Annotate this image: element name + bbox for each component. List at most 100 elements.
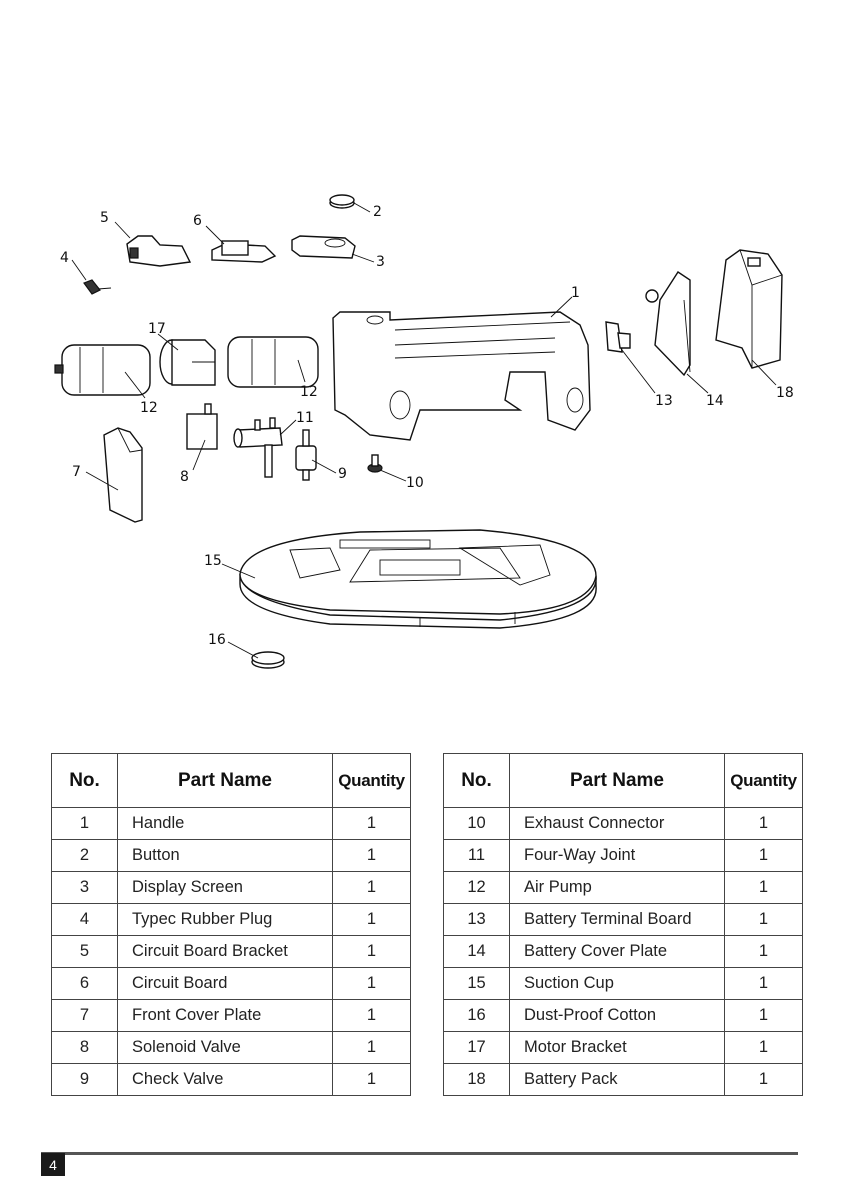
row-part-name: Front Cover Plate [117,999,333,1032]
part-four-way-joint: 11 [233,410,314,478]
row-part-name: Circuit Board [117,967,333,1000]
header-part-name: Part Name [509,753,725,808]
row-no: 15 [443,967,510,1000]
callout-13: 13 [655,393,673,409]
row-no: 9 [51,1063,118,1096]
row-part-name: Handle [117,807,333,840]
callout-2: 2 [373,204,382,220]
table-header-row: No. Part Name Quantity [443,753,803,808]
part-typec-rubber-plug: 4 [60,250,112,295]
row-quantity: 1 [724,999,803,1032]
part-handle: 1 [332,285,591,441]
row-part-name: Battery Cover Plate [509,935,725,968]
row-no: 16 [443,999,510,1032]
row-quantity: 1 [332,903,411,936]
callout-9: 9 [338,466,347,482]
header-no: No. [51,753,118,808]
row-part-name: Display Screen [117,871,333,904]
row-no: 5 [51,935,118,968]
part-motor-bracket: 17 [148,321,216,386]
row-quantity: 1 [332,1063,411,1096]
part-display-screen: 3 [291,235,385,270]
row-part-name: Four-Way Joint [509,839,725,872]
callout-3: 3 [376,254,385,270]
footer-rule [41,1152,798,1155]
callout-5: 5 [100,210,109,226]
part-solenoid-valve: 8 [180,403,218,485]
row-quantity: 1 [724,871,803,904]
row-part-name: Motor Bracket [509,1031,725,1064]
header-quantity: Quantity [724,753,803,808]
row-part-name: Battery Pack [509,1063,725,1096]
part-battery-cover-plate: 14 [645,271,724,409]
row-part-name: Battery Terminal Board [509,903,725,936]
part-battery-terminal-board: 13 [605,321,673,409]
row-quantity: 1 [332,807,411,840]
part-circuit-board: 6 [193,213,277,263]
callout-4: 4 [60,250,69,266]
row-no: 14 [443,935,510,968]
row-no: 11 [443,839,510,872]
row-part-name: Suction Cup [509,967,725,1000]
row-quantity: 1 [332,967,411,1000]
row-no: 12 [443,871,510,904]
row-no: 4 [51,903,118,936]
row-no: 3 [51,871,118,904]
row-part-name: Exhaust Connector [509,807,725,840]
callout-18: 18 [776,385,794,401]
header-quantity: Quantity [332,753,411,808]
callout-12a: 12 [140,400,158,416]
callout-15: 15 [204,553,222,569]
header-no: No. [443,753,510,808]
callout-12b: 12 [300,384,318,400]
row-part-name: Button [117,839,333,872]
callout-14: 14 [706,393,724,409]
callout-10: 10 [406,475,424,491]
part-air-pump-left: 12 [54,344,158,416]
part-air-pump-right: 12 [227,336,319,400]
row-no: 6 [51,967,118,1000]
callout-11: 11 [296,410,314,426]
callout-17: 17 [148,321,166,337]
table-header-row: No. Part Name Quantity [51,753,411,808]
header-part-name: Part Name [117,753,333,808]
part-dust-proof-cotton: 16 [208,632,285,669]
row-quantity: 1 [332,999,411,1032]
exploded-view-diagram: 2 3 5 6 4 12 17 [0,180,846,700]
row-quantity: 1 [724,967,803,1000]
row-no: 2 [51,839,118,872]
callout-1: 1 [571,285,580,301]
part-circuit-board-bracket: 5 [100,210,192,267]
row-quantity: 1 [724,1031,803,1064]
page-number: 4 [41,1153,65,1176]
row-quantity: 1 [724,807,803,840]
part-suction-cup: 15 [204,529,597,629]
row-part-name: Circuit Board Bracket [117,935,333,968]
row-part-name: Solenoid Valve [117,1031,333,1064]
callout-8: 8 [180,469,189,485]
callout-7: 7 [72,464,81,480]
row-no: 17 [443,1031,510,1064]
row-quantity: 1 [332,871,411,904]
callout-16: 16 [208,632,226,648]
row-quantity: 1 [724,1063,803,1096]
row-no: 7 [51,999,118,1032]
part-battery-pack: 18 [715,249,794,401]
part-button: 2 [329,194,382,220]
row-part-name: Check Valve [117,1063,333,1096]
row-part-name: Air Pump [509,871,725,904]
